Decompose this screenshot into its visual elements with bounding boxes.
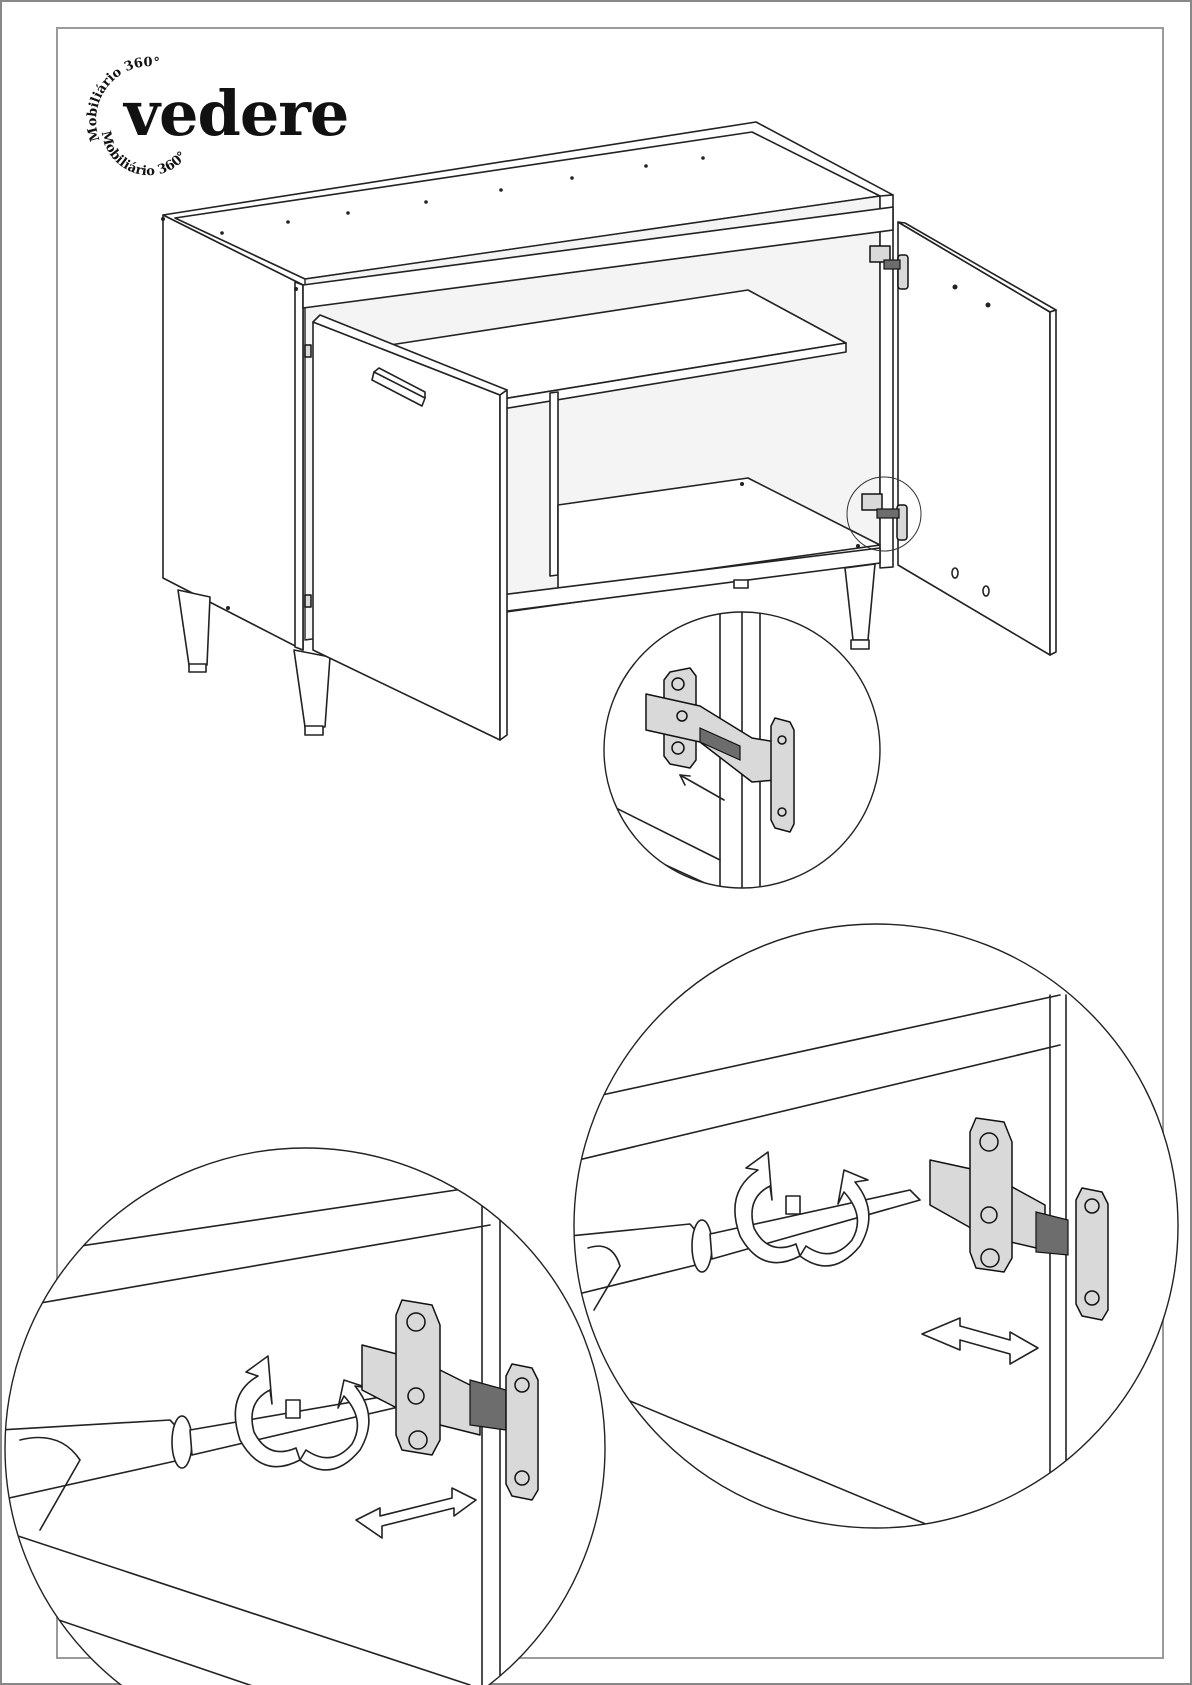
cabinet-leg: [294, 650, 330, 727]
hinge-detail-zoom: [600, 610, 890, 900]
cabinet-divider: [550, 392, 558, 576]
hinge-icon: [305, 595, 311, 607]
cabinet-leg: [845, 564, 875, 640]
cabinet-overview: [161, 122, 1056, 740]
cabinet-left-side: [163, 215, 303, 650]
cabinet-leg: [178, 590, 210, 665]
right-door: [898, 222, 1050, 655]
brand-logo: Mobiliário 360° Mobiliário 360° vedere: [85, 55, 348, 179]
hinge-adjust-right: [570, 920, 1190, 1530]
brand-wordmark: vedere: [122, 77, 348, 150]
hinge-adjust-left: [0, 1140, 620, 1685]
hinge-icon: [305, 345, 311, 357]
